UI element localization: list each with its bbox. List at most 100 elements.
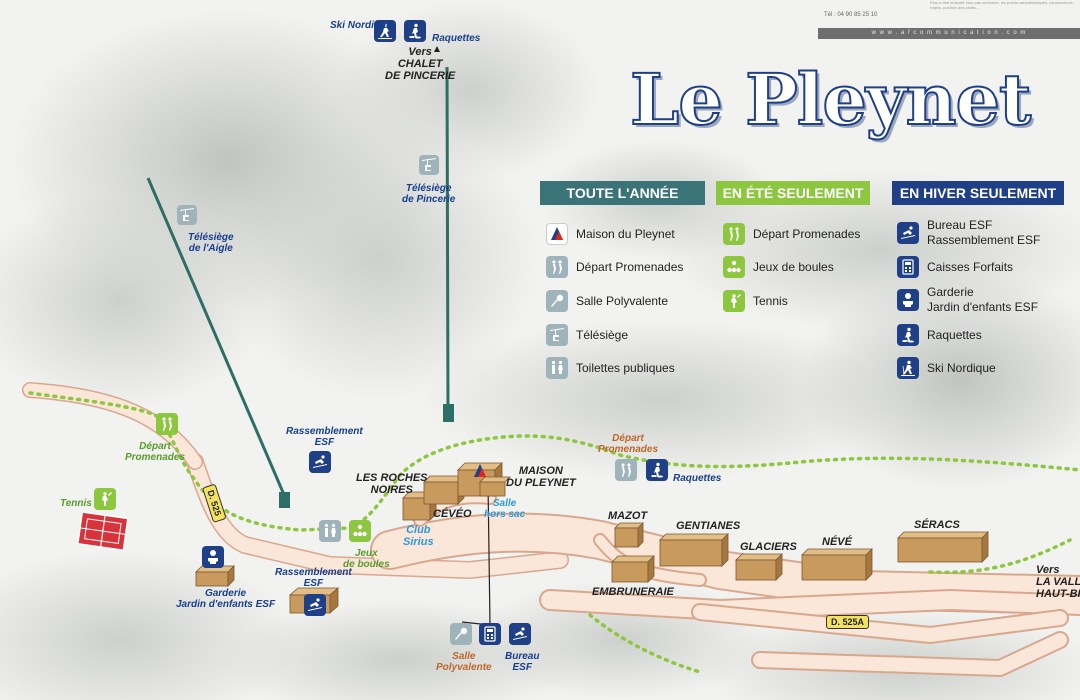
building-mazot	[614, 522, 644, 548]
info-icon[interactable]	[470, 460, 490, 482]
label-text: Départ	[139, 441, 171, 452]
snowshoe-icon[interactable]	[646, 459, 668, 481]
ski-school-icon[interactable]	[309, 451, 331, 473]
label-text: Jardin d'enfants ESF	[176, 599, 276, 610]
baby-icon	[897, 289, 919, 311]
tennis-icon[interactable]	[94, 488, 116, 510]
label-text: MAISON	[518, 465, 563, 477]
label-text: de boules	[343, 559, 390, 570]
header-website[interactable]: w w w . a f c o m m u n i c a t i o n . …	[818, 28, 1080, 39]
arrow-up-icon	[434, 46, 440, 52]
ski-school-icon[interactable]	[304, 594, 326, 616]
label-text: LES ROCHES	[356, 472, 428, 484]
label-embruneraie: EMBRUNERAIE	[592, 586, 674, 598]
title-prefix: Le	[629, 57, 746, 142]
legend-label-2: Rassemblement ESF	[927, 233, 1041, 247]
label-text: Club	[406, 524, 431, 536]
baby-icon[interactable]	[202, 546, 224, 568]
label-text: Télésiège	[188, 232, 234, 243]
ski-school-icon[interactable]	[509, 623, 531, 645]
buildings	[195, 462, 989, 614]
legend-item-raquettes: Raquettes	[897, 324, 982, 346]
chairlift-icon[interactable]	[177, 205, 197, 225]
legend-label: Toilettes publiques	[576, 360, 675, 375]
building-neve	[801, 548, 873, 581]
boules-icon[interactable]	[349, 520, 371, 542]
label-text: DU PLEYNET	[506, 477, 576, 489]
microphone-icon[interactable]	[450, 623, 472, 645]
chairlift-icon[interactable]	[419, 155, 439, 175]
legend-heading-winter: EN HIVER SEULEMENT	[892, 181, 1064, 205]
label-tennis: Tennis	[60, 498, 92, 509]
lift-station-pincerie	[443, 404, 454, 422]
lift-station-aigle	[279, 492, 290, 508]
road-sign-d525a: D. 525A	[826, 615, 870, 629]
building-maison-annex	[479, 476, 511, 497]
legend-label: Garderie	[927, 285, 974, 299]
label-text: de l'Aigle	[188, 243, 233, 254]
snowshoe-icon[interactable]	[404, 20, 426, 42]
legend-item-summer-promenades: Départ Promenades	[723, 223, 860, 245]
label-text: de Pincerie	[402, 194, 456, 205]
label-text: HAUT-BR	[1036, 588, 1080, 600]
label-text: Bureau	[505, 651, 540, 662]
label-text: Ski Nordique	[330, 20, 392, 31]
cross-country-ski-icon[interactable]	[374, 20, 396, 42]
label-glaciers: GLACIERS	[740, 541, 797, 553]
legend-item-depart-promenades: Départ Promenades	[546, 256, 683, 278]
boules-icon	[723, 256, 745, 278]
walking-paths	[28, 391, 1080, 674]
legend-label: Salle Polyvalente	[576, 293, 669, 308]
building-embruneraie	[611, 555, 655, 583]
label-text: Garderie	[204, 588, 247, 599]
hikers-icon	[546, 256, 568, 278]
legend-item-maison: Maison du Pleynet	[546, 223, 675, 245]
label-text: Salle	[492, 498, 517, 509]
label-text: Jeux	[354, 548, 378, 559]
calculator-icon[interactable]	[479, 623, 501, 645]
legend-label: Bureau ESF	[927, 218, 993, 232]
hikers-icon[interactable]	[615, 459, 637, 481]
legend-label: Jeux de boules	[753, 259, 834, 274]
toilets-icon	[546, 357, 568, 379]
ski-school-icon	[897, 222, 919, 244]
microphone-icon	[546, 290, 568, 312]
building-ceveo	[423, 475, 465, 505]
legend-label: Ski Nordique	[927, 360, 996, 375]
label-text: hors sac	[484, 509, 526, 520]
label-gentianes: GENTIANES	[676, 520, 741, 532]
label-neve: NÉVÉ	[822, 536, 852, 548]
toilets-icon[interactable]	[319, 520, 341, 542]
label-ceveo: CÉVÉO	[433, 508, 472, 520]
label-raquettes-top: Raquettes	[432, 33, 481, 44]
building-garderie	[195, 565, 235, 587]
legend-item-boules: Jeux de boules	[723, 256, 834, 278]
label-text: Télésiège	[405, 183, 452, 194]
hikers-icon[interactable]	[156, 413, 178, 435]
legend-heading-year-round: TOUTE L'ANNÉE	[540, 181, 705, 205]
legend-label: Télésiège	[576, 327, 629, 342]
legend-label: Tennis	[753, 293, 788, 308]
legend-heading-summer: EN ÉTÉ SEULEMENT	[716, 181, 870, 205]
legend-label: Maison du Pleynet	[576, 226, 675, 241]
label-mazot: MAZOT	[608, 510, 648, 522]
label-text: Rassemblement	[286, 426, 363, 437]
legend-item-ski-nordique: Ski Nordique	[897, 357, 996, 379]
legend-label: Caisses Forfaits	[927, 259, 1014, 274]
legend-item-toilettes: Toilettes publiques	[546, 357, 675, 379]
chairlift-icon	[546, 324, 568, 346]
